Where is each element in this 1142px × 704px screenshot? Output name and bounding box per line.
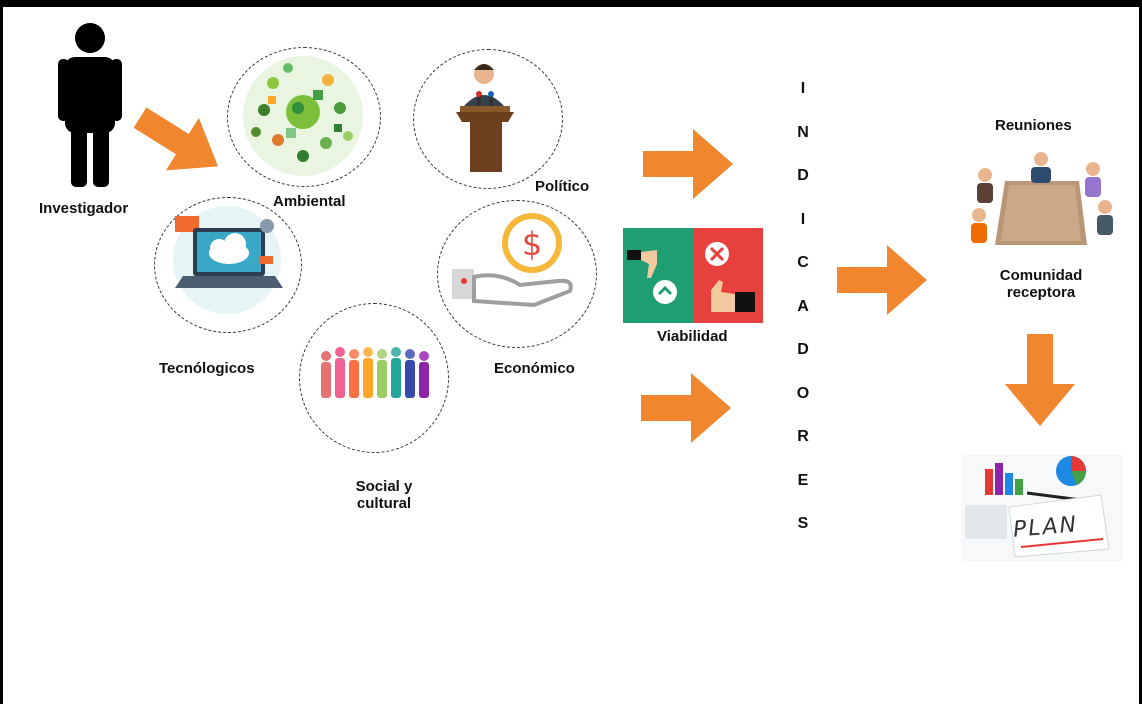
thumbs-up-down-icon <box>623 228 763 323</box>
arrow-economico-icon <box>641 373 731 443</box>
indicadores-letter: N <box>797 123 809 141</box>
indicadores-letter: D <box>797 167 809 184</box>
politician-podium-icon <box>456 64 514 172</box>
viabilidad-label: Viabilidad <box>657 328 728 345</box>
indicadores-letter: A <box>797 297 809 315</box>
social-cultural-label: Social y cultural <box>347 478 421 512</box>
indicadores-letter: R <box>797 428 809 445</box>
arrow-down-icon <box>1005 334 1075 426</box>
indicadores-letter: O <box>796 384 810 402</box>
arrow-investigador-icon <box>133 107 219 171</box>
tecnologicos-label: Tecnólogicos <box>159 360 255 377</box>
social-label-line1: Social y <box>355 478 413 495</box>
politico-label: Político <box>535 178 590 195</box>
social-label-line2: cultural <box>356 495 412 512</box>
ecology-collage-icon <box>243 56 363 176</box>
economico-label: Económico <box>494 360 575 377</box>
comunidad-receptora-label: Comunidad receptora <box>987 267 1095 301</box>
indicadores-letter: S <box>797 515 809 532</box>
laptop-cloud-icon <box>173 206 283 314</box>
arrow-indicadores-icon <box>837 245 927 315</box>
indicadores-letter: C <box>797 254 809 271</box>
indicadores-letter: I <box>800 210 806 228</box>
indicadores-letter: I <box>800 80 806 97</box>
ambiental-circle <box>227 47 381 187</box>
person-silhouette-icon <box>58 23 122 187</box>
diverse-people-icon <box>321 347 429 398</box>
comunidad-label-line2: receptora <box>1006 284 1076 301</box>
ambiental-label: Ambiental <box>273 193 346 210</box>
indicadores-letter: D <box>797 341 809 358</box>
reuniones-label: Reuniones <box>995 117 1072 134</box>
indicadores-vertical-text: I N D I C A D O R E S <box>783 67 823 546</box>
social-cultural-circle <box>299 303 449 453</box>
comunidad-label-line1: Comunidad <box>999 267 1083 284</box>
investigador-label: Investigador <box>39 200 129 217</box>
money-hand-icon: $ <box>452 213 573 308</box>
plan-image: PLAN <box>961 455 1123 561</box>
politico-circle <box>413 49 563 189</box>
arrow-politico-icon <box>643 129 733 199</box>
tecnologicos-circle <box>154 197 302 333</box>
economico-circle: $ <box>437 200 597 348</box>
svg-text:$: $ <box>522 225 542 263</box>
plan-document-icon <box>961 455 1123 561</box>
indicadores-letter: E <box>797 471 809 489</box>
meeting-table-icon <box>971 152 1113 245</box>
